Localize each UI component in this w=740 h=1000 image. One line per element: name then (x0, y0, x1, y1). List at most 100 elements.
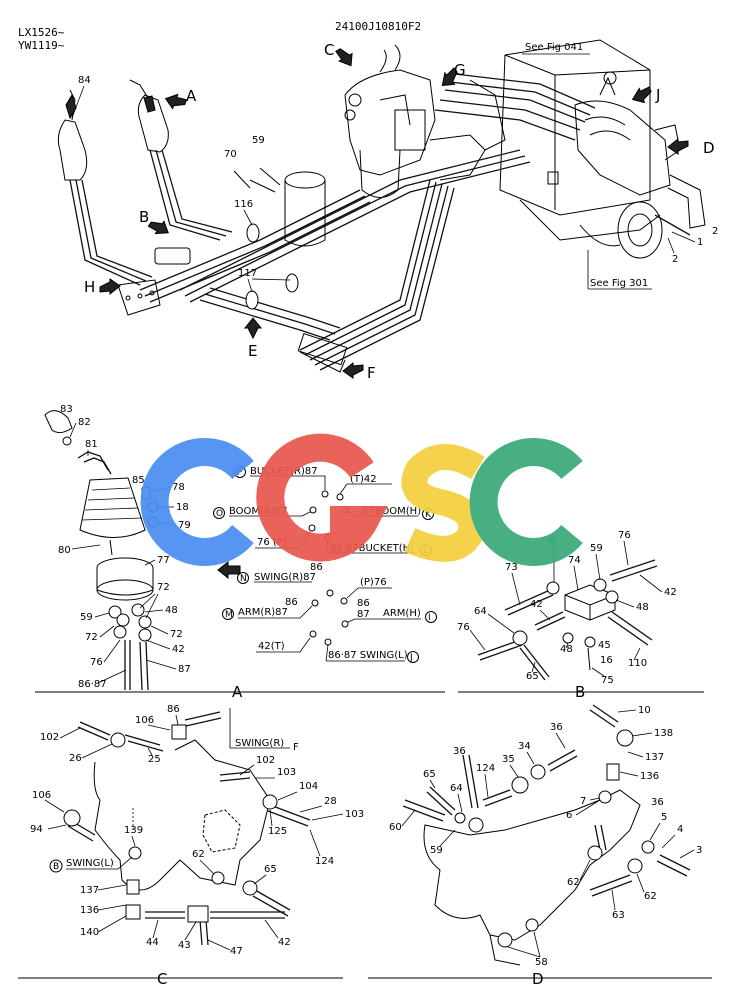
svg-text:137: 137 (645, 752, 664, 763)
panel-c-labels: SWING(R) F B SWING(L) (49, 738, 299, 873)
svg-text:84: 84 (78, 75, 91, 86)
svg-text:58: 58 (535, 957, 548, 968)
svg-text:86·87 SWING(L): 86·87 SWING(L) (328, 650, 408, 661)
svg-text:76: 76 (618, 530, 631, 541)
svg-text:ARM(H): ARM(H) (383, 608, 421, 619)
panel-b-part-numbers: 73 9 74 59 76 42 48 64 76 42 48 45 16 11… (457, 530, 677, 686)
svg-text:B: B (139, 208, 149, 226)
svg-text:E: E (248, 342, 257, 360)
svg-text:F: F (293, 742, 299, 753)
svg-text:4: 4 (677, 824, 683, 835)
svg-text:73: 73 (505, 562, 518, 573)
svg-text:44: 44 (146, 937, 159, 948)
svg-text:48: 48 (560, 644, 573, 655)
port-label-86b: 86 (357, 598, 370, 609)
svg-text:64: 64 (450, 783, 463, 794)
panel-c-assembly (63, 708, 311, 946)
svg-text:80: 80 (58, 545, 71, 556)
svg-text:102: 102 (40, 732, 59, 743)
svg-text:86·87: 86·87 (78, 679, 107, 690)
svg-text:70: 70 (224, 149, 237, 160)
svg-text:59: 59 (252, 135, 265, 146)
svg-text:42(T): 42(T) (258, 641, 285, 652)
port-row-arm-r: M ARM(R)87 86 (222, 597, 319, 620)
svg-text:7: 7 (580, 796, 586, 807)
svg-text:I: I (428, 613, 431, 623)
svg-text:83: 83 (60, 404, 73, 415)
svg-text:59: 59 (430, 845, 443, 856)
svg-text:63: 63 (612, 910, 625, 921)
direction-arrows: A B C D E F G H J (84, 41, 715, 382)
svg-text:O: O (216, 509, 223, 519)
svg-text:72: 72 (85, 632, 98, 643)
svg-text:1: 1 (697, 237, 703, 248)
svg-text:45: 45 (598, 640, 611, 651)
top-assembly (57, 39, 706, 373)
panel-a-part-numbers: 83 82 81 85 78 18 79 80 77 72 59 48 72 7… (58, 404, 191, 690)
svg-text:117: 117 (238, 268, 257, 279)
panel-d-label: D (532, 970, 544, 988)
svg-text:77: 77 (157, 555, 170, 566)
svg-text:N: N (240, 574, 247, 584)
svg-text:124: 124 (476, 763, 495, 774)
watermark-logo (140, 433, 583, 566)
svg-text:76 (P): 76 (P) (257, 537, 287, 548)
svg-text:A: A (186, 87, 197, 105)
svg-text:74: 74 (568, 555, 581, 566)
svg-text:36: 36 (550, 722, 563, 733)
svg-text:43: 43 (178, 940, 191, 951)
svg-text:72: 72 (170, 629, 183, 640)
svg-text:B: B (53, 862, 59, 872)
arrow-a: A (164, 87, 197, 110)
port-row-arm-h: I ARM(H) (341, 608, 437, 628)
svg-text:SWING(R)87: SWING(R)87 (254, 572, 316, 583)
port-row-swing-l: J 86·87 SWING(L) (324, 638, 419, 663)
port-row-t42: (T)42 (336, 474, 392, 501)
svg-text:K: K (425, 510, 432, 520)
svg-text:106: 106 (135, 715, 154, 726)
port-label-86a: 86 (310, 562, 323, 573)
svg-text:82: 82 (78, 417, 91, 428)
svg-text:106: 106 (32, 790, 51, 801)
svg-text:2: 2 (672, 254, 678, 265)
panel-c-label: C (157, 970, 167, 988)
svg-text:62: 62 (192, 849, 205, 860)
svg-text:86·87BUCKET(H): 86·87BUCKET(H) (330, 543, 414, 554)
svg-text:D: D (703, 139, 715, 157)
svg-text:103: 103 (345, 809, 364, 820)
svg-text:72: 72 (157, 582, 170, 593)
arrow-g: G (441, 61, 466, 86)
arrow-h: H (84, 278, 121, 296)
see-fig-041: See Fig 041 (525, 42, 583, 53)
svg-text:10: 10 (638, 705, 651, 716)
svg-text:102: 102 (256, 755, 275, 766)
svg-text:78: 78 (172, 482, 185, 493)
panel-d-part-numbers: 10 138 137 136 36 36 35 34 124 65 64 60 … (389, 705, 702, 968)
svg-text:C: C (324, 41, 334, 59)
svg-text:36: 36 (453, 746, 466, 757)
svg-text:16: 16 (600, 655, 613, 666)
svg-text:2: 2 (712, 226, 718, 237)
svg-text:ARM(R)87: ARM(R)87 (238, 607, 288, 618)
arrow-d: D (667, 137, 715, 157)
svg-text:76: 76 (90, 657, 103, 668)
svg-text:137: 137 (80, 885, 99, 896)
svg-text:42: 42 (278, 937, 291, 948)
svg-text:25: 25 (148, 754, 161, 765)
svg-text:42: 42 (664, 587, 677, 598)
svg-text:42: 42 (530, 599, 543, 610)
svg-text:6: 6 (566, 810, 572, 821)
model-serial-2: YW1119~ (18, 39, 65, 52)
svg-text:75: 75 (601, 675, 614, 686)
svg-text:65: 65 (423, 769, 436, 780)
port-row-42t: 42(T) (256, 630, 317, 653)
svg-text:116: 116 (234, 199, 253, 210)
svg-text:47: 47 (230, 946, 243, 957)
port-label-87: 87 (357, 609, 370, 620)
svg-text:36: 36 (651, 797, 664, 808)
svg-text:26: 26 (69, 753, 82, 764)
svg-text:M: M (225, 610, 233, 620)
svg-text:87BOOM(H): 87BOOM(H) (362, 506, 421, 517)
svg-text:104: 104 (299, 781, 318, 792)
